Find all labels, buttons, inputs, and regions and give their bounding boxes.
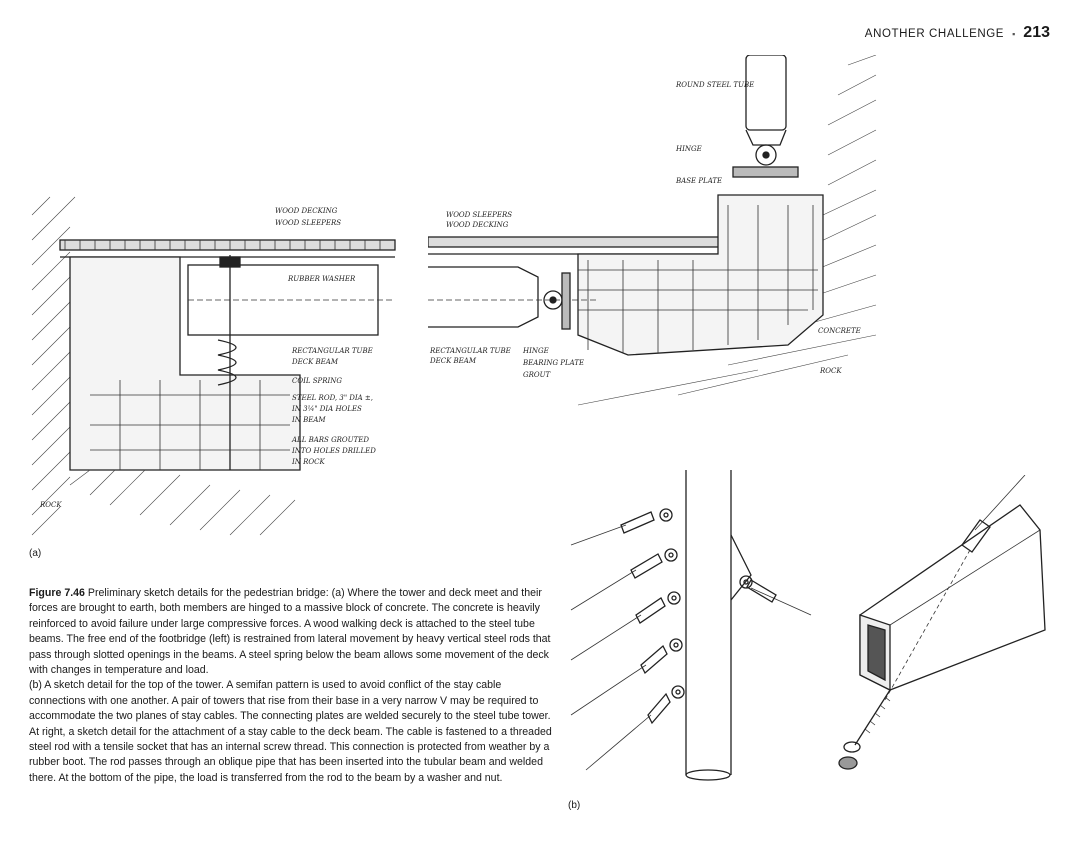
rect-tube-beam — [428, 266, 539, 328]
note-rubber-washer: RUBBER WASHER — [287, 275, 356, 283]
note-in-rock: IN ROCK — [291, 458, 325, 466]
concrete-block — [69, 256, 301, 471]
threaded-rod — [854, 689, 891, 746]
panel-label-b: (b) — [568, 800, 581, 811]
rock-hatching-right — [577, 55, 877, 406]
note-round-steel-tube: ROUND STEEL TUBE — [675, 81, 754, 89]
note-all-bars-grouted: ALL BARS GROUTED — [291, 436, 369, 444]
round-steel-tube — [745, 55, 787, 131]
section-mark-icon: ▪ — [1012, 29, 1016, 39]
rubber-boot — [961, 519, 991, 553]
figure-label: Figure 7.46 — [29, 587, 85, 599]
cable-sockets — [620, 511, 777, 725]
running-header: ANOTHER CHALLENGE ▪ 213 — [865, 24, 1050, 42]
caption-text-a: Preliminary sketch details for the pedes… — [29, 587, 551, 677]
tower-hinge — [755, 144, 777, 166]
note-in-beam: IN BEAM — [291, 416, 326, 424]
sketch-a-free-end: WOOD DECKING WOOD SLEEPERS RUBBER WASHER… — [30, 195, 400, 545]
stay-cables — [570, 524, 812, 771]
sketch-b-tower-top — [566, 470, 816, 795]
note-rect-tube-r: RECTANGULAR TUBE — [429, 347, 511, 355]
bearing-plate — [561, 272, 571, 330]
note-wood-decking: WOOD DECKING — [275, 207, 338, 215]
note-into-holes: INTO HOLES DRILLED — [291, 447, 376, 455]
rock-hatching-left — [31, 196, 76, 536]
note-rect-tube: RECTANGULAR TUBE — [291, 347, 373, 355]
note-base-plate: BASE PLATE — [675, 177, 722, 185]
washer — [843, 741, 861, 753]
sketch-b-beam-attachment — [830, 475, 1050, 785]
caption-paragraph-b: (b) A sketch detail for the top of the t… — [29, 679, 552, 784]
page-number: 213 — [1023, 24, 1050, 41]
base-plate — [732, 166, 799, 178]
note-deck-beam-r: DECK BEAM — [429, 357, 477, 365]
coil-spring — [217, 339, 237, 386]
note-hinge: HINGE — [522, 347, 549, 355]
panel-label-a: (a) — [29, 548, 42, 559]
deck-boards — [59, 239, 396, 251]
note-grout: GROUT — [523, 371, 552, 379]
stay-cable-b — [974, 475, 1026, 531]
note-wood-sleepers: WOOD SLEEPERS — [275, 219, 341, 227]
note-steel-rod: STEEL ROD, 3" DIA ±, — [292, 394, 373, 402]
note-in-holes: IN 3¼" DIA HOLES — [291, 405, 362, 413]
note-rock-r: ROCK — [819, 367, 842, 375]
tower-tube — [685, 470, 732, 775]
sketch-a-tower-base: WOOD SLEEPERS WOOD DECKING ROUND STEEL T… — [428, 55, 888, 410]
figure-caption: Figure 7.46 Preliminary sketch details f… — [29, 586, 555, 786]
deck-boards-right — [428, 236, 729, 248]
note-hinge-top: HINGE — [675, 145, 702, 153]
note-bearing-plate: BEARING PLATE — [522, 359, 584, 367]
connecting-plates — [659, 508, 753, 699]
caption-paragraph-a: Figure 7.46 Preliminary sketch details f… — [29, 586, 555, 678]
note-rock: ROCK — [39, 501, 62, 509]
nut — [838, 756, 858, 770]
note-deck-beam: DECK BEAM — [291, 358, 339, 366]
note-concrete: CONCRETE — [818, 327, 861, 335]
concrete-mass — [577, 194, 824, 356]
note-coil-spring: COIL SPRING — [292, 377, 342, 385]
running-head-title: ANOTHER CHALLENGE — [864, 28, 1005, 40]
note-wood-sleepers-r: WOOD SLEEPERS — [446, 211, 512, 219]
note-wood-decking-r: WOOD DECKING — [446, 221, 509, 229]
